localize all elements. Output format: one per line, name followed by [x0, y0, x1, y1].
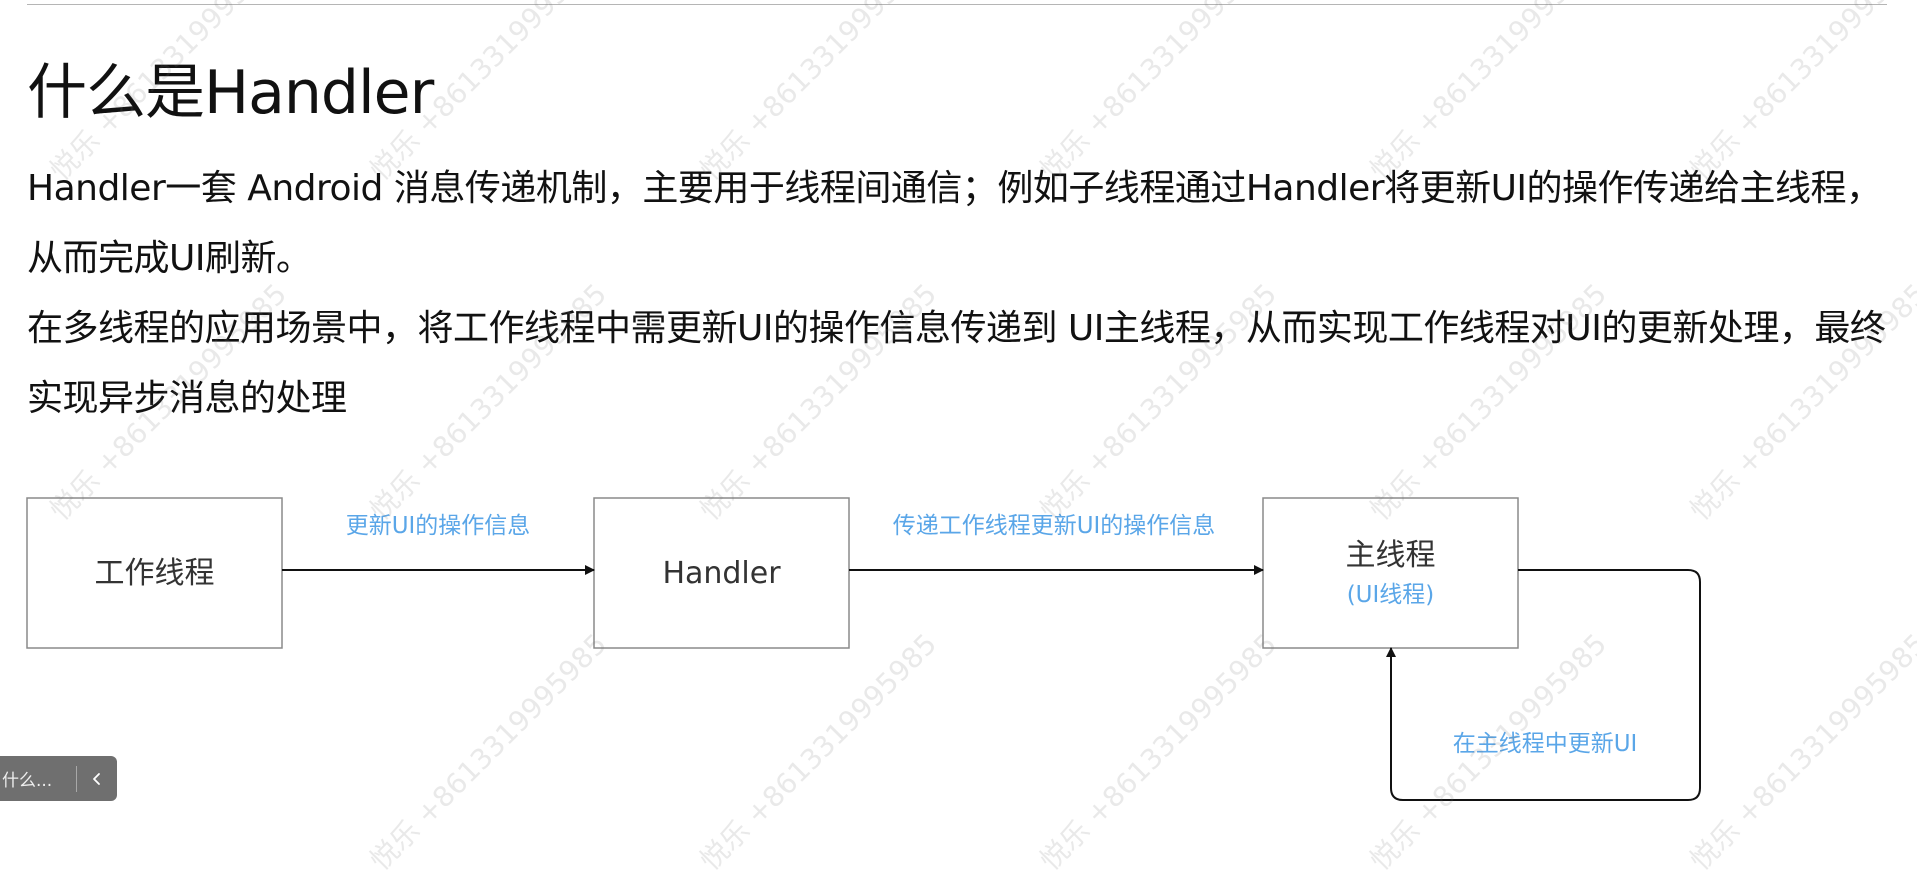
main-thread-box: [1262, 497, 1519, 649]
edge-label-handler-to-main: 传递工作线程更新UI的操作信息: [893, 513, 1216, 539]
edge-label-main-loop: 在主线程中更新UI: [1453, 731, 1638, 757]
top-divider: [27, 4, 1887, 5]
main-thread-label: 主线程: [1346, 538, 1436, 573]
edge-label-worker-to-handler: 更新UI的操作信息: [346, 513, 531, 539]
toc-floating-widget[interactable]: 什么...: [0, 756, 117, 801]
worker-thread-label: 工作线程: [95, 556, 215, 591]
main-thread-sublabel: (UI线程): [1347, 582, 1435, 608]
article-paragraph-2: 在多线程的应用场景中，将工作线程中需更新UI的操作信息传递到 UI主线程，从而实…: [27, 308, 1886, 419]
article-title: 什么是Handler: [27, 58, 434, 128]
chevron-left-icon[interactable]: [83, 756, 111, 801]
handler-label: Handler: [662, 556, 781, 591]
worker-thread-box: [26, 497, 283, 649]
toc-divider: [76, 765, 77, 792]
toc-current-heading[interactable]: 什么...: [2, 771, 53, 791]
arrow-main-loop: [1386, 569, 1701, 801]
handler-box: [593, 497, 850, 649]
article-paragraph-1: Handler一套 Android 消息传递机制，主要用于线程间通信；例如子线程…: [27, 168, 1882, 279]
handler-flow-diagram: 工作线程 Handler 主线程 (UI线程) 更新UI的操作信息 传递工作线程…: [26, 497, 1701, 801]
